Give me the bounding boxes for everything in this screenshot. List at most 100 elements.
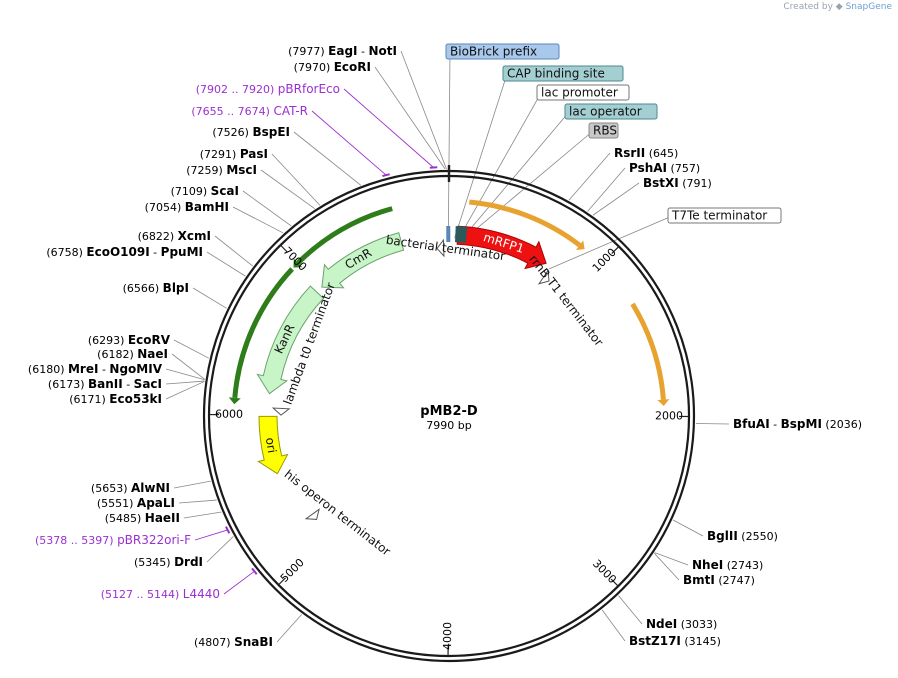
leader-bstxi <box>592 182 640 216</box>
site-label-bamhi: (7054) BamHI <box>145 200 229 214</box>
orf-kanr <box>232 267 294 399</box>
tick-1000 <box>611 246 620 254</box>
box-leader-cap-binding-site <box>454 73 508 239</box>
site-label-bglii: BglII (2550) <box>707 529 778 543</box>
leader-apali <box>178 499 217 504</box>
feature-label-ori: ori <box>263 436 279 454</box>
leader-alwni <box>173 480 211 489</box>
marker-3 <box>460 226 465 243</box>
tick-label-2000: 2000 <box>655 409 683 422</box>
box-label-rbs: RBS <box>593 124 617 138</box>
site-label-blpi: (6566) BlpI <box>123 281 189 295</box>
leader-blpi <box>192 287 227 309</box>
leader-bfuai-bspmi <box>695 423 730 425</box>
orf-arcs-layer <box>228 199 670 406</box>
leader-xcmi <box>214 235 253 267</box>
box-cap-binding-site <box>502 65 624 82</box>
tick-label-7000: 7000 <box>280 245 309 274</box>
site-label-apali: (5551) ApaLI <box>97 496 175 510</box>
site-label-pshai: PshAI (757) <box>629 161 700 175</box>
terminator-arrow-3 <box>304 508 320 520</box>
leader-snabi <box>276 614 303 643</box>
leader-bglii <box>672 519 704 537</box>
credit-brand: SnapGene <box>845 2 892 12</box>
orf-kanr-head <box>228 397 241 405</box>
leader-pshai <box>587 167 626 212</box>
site-label-eco53ki: (6171) Eco53kI <box>69 392 162 406</box>
site-label-bfuai-bspmi: BfuAI - BspMI (2036) <box>733 417 862 431</box>
site-label-mrei-ngomiv: (6180) MreI - NgoMIV <box>28 362 163 376</box>
orf-mrfp1 <box>469 199 582 248</box>
site-label-haeii: (5485) HaeII <box>105 511 180 525</box>
leader-ecori <box>374 66 446 170</box>
leader-ndei <box>618 595 643 625</box>
orf-right-head <box>657 399 670 406</box>
primer-mark-cat-r <box>382 173 390 178</box>
box-label-t7te-terminator: T7Te terminator <box>671 209 767 223</box>
site-label-drdi: (5345) DrdI <box>134 555 203 569</box>
term-label-his-operon-terminator: his operon terminator <box>282 467 394 558</box>
leader-eco53ki <box>165 381 205 400</box>
site-label-xcmi: (6822) XcmI <box>138 229 211 243</box>
leader-rsrii <box>568 152 611 201</box>
site-label-nhei: NheI (2743) <box>692 558 763 572</box>
site-label-banii-saci: (6173) BanII - SacI <box>48 377 162 391</box>
center-title: pMB2-D 7990 bp <box>420 404 478 432</box>
leader-banii-saci <box>165 380 205 385</box>
leader-msci <box>260 169 315 210</box>
box-lac-operator <box>564 103 658 120</box>
site-label-alwni: (5653) AlwNI <box>91 481 170 495</box>
site-label-msci: (7259) MscI <box>186 163 257 177</box>
feature-mrfp1 <box>456 225 547 270</box>
primer-label-pbrforeco: (7902 .. 7920) pBRforEco <box>196 82 340 96</box>
credit-banner: Created by ◆ SnapGene <box>783 2 892 12</box>
tick-7000 <box>280 244 288 253</box>
primer-leader-l4440 <box>223 570 255 595</box>
site-label-scai: (7109) ScaI <box>171 184 239 198</box>
tick-3000 <box>610 578 619 587</box>
box-label-biobrick-prefix: BioBrick prefix <box>450 45 537 59</box>
marker-2 <box>457 226 462 243</box>
primer-mark-pbr322ori-f <box>225 526 231 534</box>
box-lac-promoter <box>536 84 630 101</box>
leader-eagi-noti <box>400 50 447 170</box>
site-label-ndei: NdeI (3033) <box>646 617 717 631</box>
terminator-arrow-1 <box>537 269 550 285</box>
leader-scai <box>242 190 292 227</box>
feature-ori <box>257 415 289 475</box>
feature-cmr <box>321 232 405 289</box>
box-rbs <box>588 122 619 139</box>
primer-label-cat-r: (7655 .. 7674) CAT-R <box>191 104 308 118</box>
box-leader-lac-promoter <box>458 92 542 239</box>
marker-4 <box>462 226 468 243</box>
labels-layer: (7977) EagI - NotI (7970) EcoRI (7526) Bsp… <box>28 43 862 649</box>
feature-kanr <box>256 285 325 395</box>
terminator-arrow-0 <box>436 238 445 258</box>
leader-pasi <box>271 153 321 206</box>
site-label-bspei: (7526) BspEI <box>212 125 290 139</box>
leader-bstz17i <box>601 609 626 642</box>
box-leader-t7te-terminator <box>549 215 673 270</box>
leader-bmti <box>654 553 680 581</box>
terminator-arrow-2 <box>271 407 291 416</box>
snapgene-logo-icon: ◆ <box>835 2 843 12</box>
leader-bamhi <box>232 206 284 234</box>
site-label-bstz17i: BstZ17I (3145) <box>629 634 721 648</box>
credit-prefix: Created by <box>783 2 833 12</box>
tick-label-6000: 6000 <box>215 408 243 421</box>
site-label-eagi-noti: (7977) EagI - NotI <box>288 44 397 58</box>
site-label-pasi: (7291) PasI <box>200 147 268 161</box>
site-label-ecoo109i-ppumi: (6758) EcoO109I - PpuMI <box>46 245 203 259</box>
site-label-ecori: (7970) EcoRI <box>294 60 371 74</box>
box-t7te-terminator <box>667 207 782 224</box>
primer-leader-cat-r <box>311 110 387 176</box>
box-biobrick-prefix <box>445 43 560 60</box>
primer-label-l4440: (5127 .. 5144) L4440 <box>101 587 220 601</box>
site-label-snabi: (4807) SnaBI <box>194 635 273 649</box>
site-label-bstxi: BstXI (791) <box>643 176 712 190</box>
box-leader-lac-operator <box>461 111 570 239</box>
primer-leader-pbr322ori-f <box>194 529 228 541</box>
leader-bspei <box>293 131 362 186</box>
site-label-bmti: BmtI (2747) <box>683 573 755 587</box>
